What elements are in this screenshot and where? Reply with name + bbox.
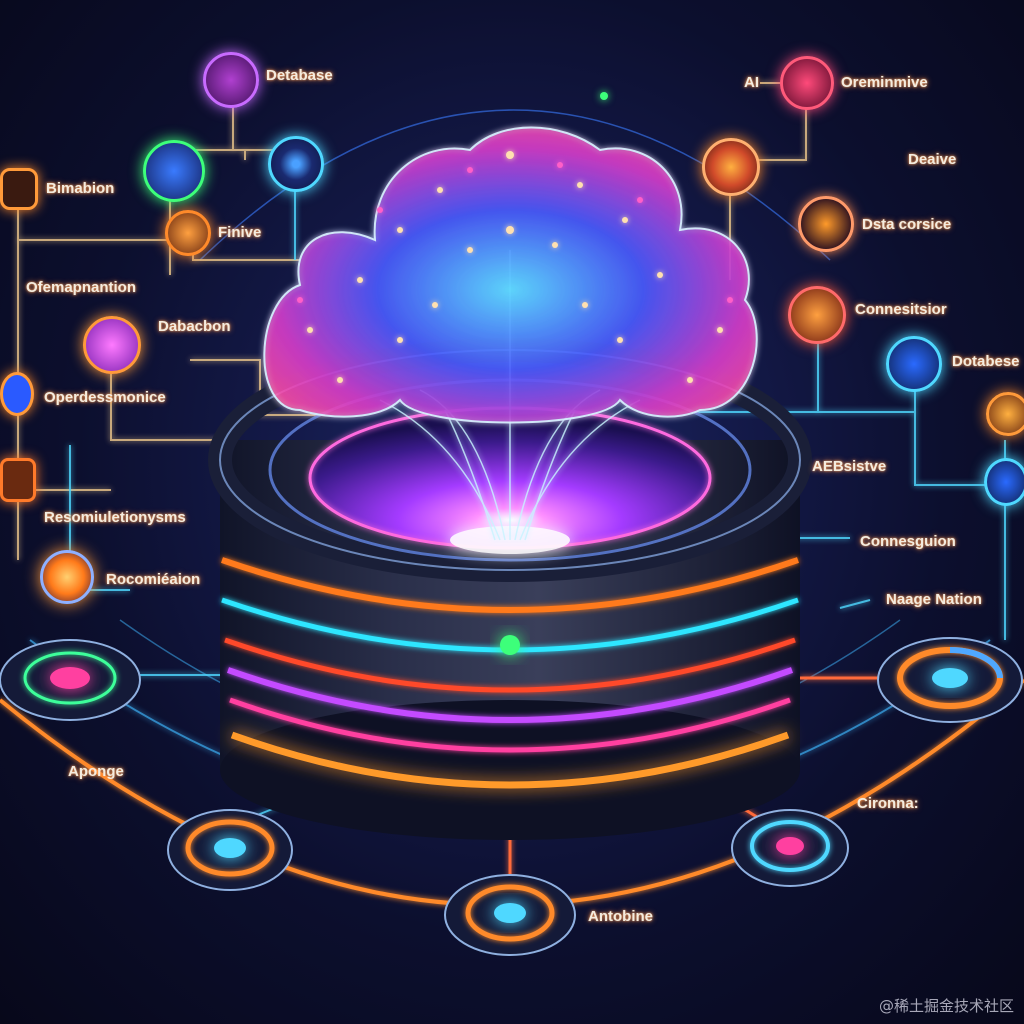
label-naage-nation: Naage Nation: [886, 591, 982, 608]
label-dotabese: Dotabese: [952, 353, 1020, 370]
label-ai: AI: [744, 74, 759, 91]
ai-chip-node-icon: [780, 56, 834, 110]
gear-node-icon: [165, 210, 211, 256]
label-finive: Finive: [218, 224, 262, 241]
spark-node-icon: [798, 196, 854, 252]
label-cironna: Cironna:: [857, 795, 919, 812]
label-dsta-corsice: Dsta corsice: [862, 216, 952, 233]
database-node-icon: [203, 52, 259, 108]
label-deaive: Deaive: [908, 151, 957, 168]
list-node-icon: [0, 458, 36, 502]
cloud-node-icon: [886, 336, 942, 392]
label-ofemapnation: Ofemapnantion: [26, 279, 137, 296]
label-dabacbon: Dabacbon: [158, 318, 231, 335]
sun-node-icon: [83, 316, 141, 374]
glow-node-icon: [40, 550, 94, 604]
label-bimabion: Bimabion: [46, 180, 115, 197]
flame-node-icon: [986, 392, 1024, 436]
orbit-node-icon: [702, 138, 760, 196]
shield-node-icon: [0, 372, 34, 416]
green-indicator-dot: [600, 92, 608, 100]
target-node-icon: [268, 136, 324, 192]
label-oreminmive: Oreminmive: [841, 74, 928, 91]
label-aebsistve: AEBsistve: [812, 458, 887, 475]
label-detabase: Detabase: [266, 67, 333, 84]
label-rocomieaion: Rocomiéaion: [106, 571, 201, 588]
network-node-icon: [984, 458, 1024, 506]
label-connesitsior: Connesitsior: [855, 301, 947, 318]
label-antobine: Antobine: [588, 908, 653, 925]
cloud-brain: [263, 126, 758, 424]
label-connesguion: Connesguion: [860, 533, 956, 550]
label-aponge: Aponge: [68, 763, 124, 780]
brain-node-icon: [788, 286, 846, 344]
server-node-icon: [0, 168, 38, 210]
platform-discs: [0, 637, 1023, 956]
watermark: @稀土掘金技术社区: [878, 997, 1014, 1015]
globe-node-icon: [143, 140, 205, 202]
label-operdessmonice: Operdessmonice: [44, 389, 166, 406]
label-resomiuletionysms: Resomiuletionysms: [44, 509, 186, 526]
